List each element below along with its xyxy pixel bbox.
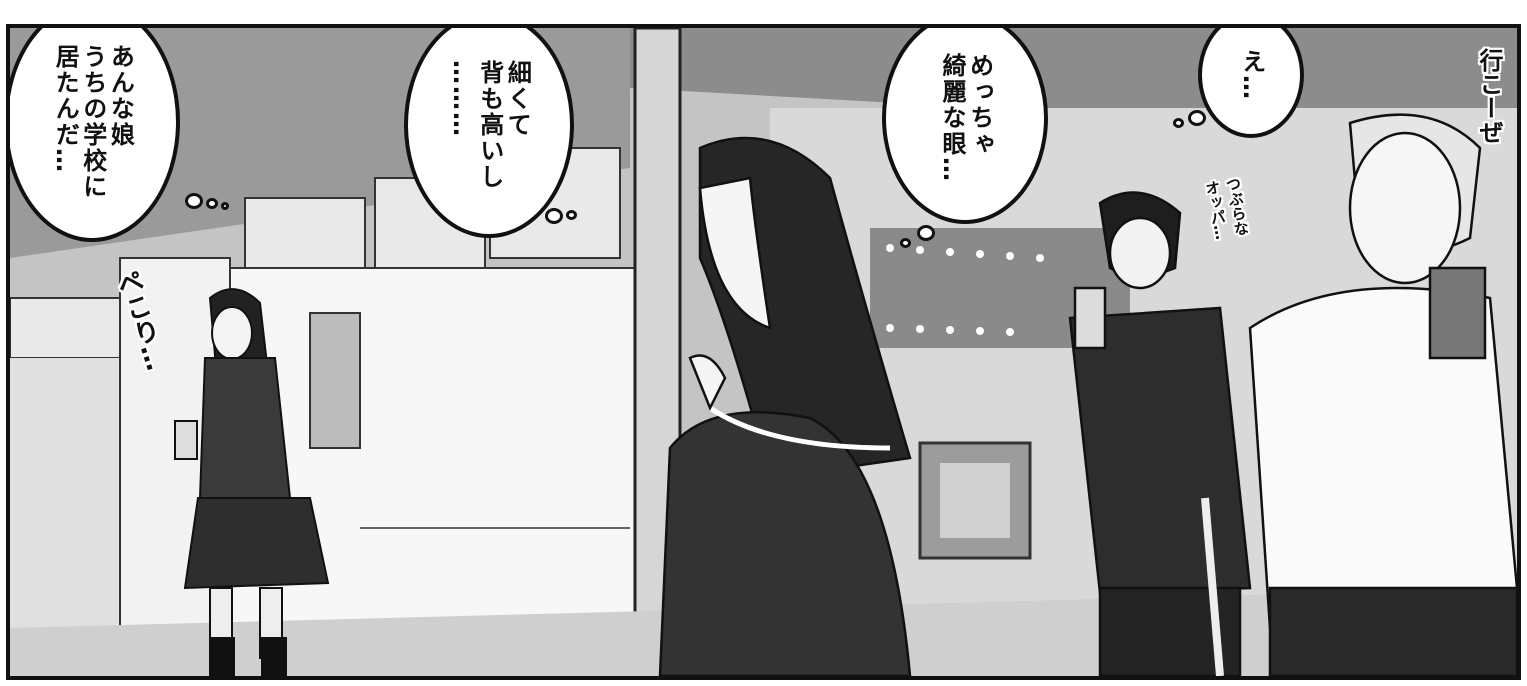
comic-panel: あんな娘 うちの学校に 居たんだ… 細くて 背も高いし ……… めっちゃ 綺麗な… — [6, 24, 1521, 680]
sfx-ikouze: 行こーぜ — [1475, 48, 1503, 144]
long-haired-girl — [658, 136, 912, 676]
thought-dot — [917, 225, 935, 241]
thought-text-tall: 細くて 背も高いし ……… — [448, 60, 532, 190]
thought-dot — [900, 238, 911, 248]
thought-balloon-eyes: めっちゃ 綺麗な眼… — [882, 28, 1048, 224]
thought-dot — [545, 208, 563, 224]
thought-dot — [566, 210, 577, 220]
man-in-white-shirt — [1248, 113, 1517, 676]
thought-text-eyes: めっちゃ 綺麗な眼… — [938, 53, 994, 183]
boy-in-uniform — [1068, 191, 1252, 676]
thought-dot — [206, 198, 218, 209]
thought-text-e: え… — [1237, 49, 1266, 101]
thought-balloon-tall: 細くて 背も高いし ……… — [404, 28, 574, 238]
thought-dot — [221, 202, 229, 210]
thought-balloon-e: え… — [1198, 28, 1304, 138]
thought-dot — [185, 193, 203, 209]
girl-with-glasses — [174, 288, 330, 676]
thought-balloon-girl: あんな娘 うちの学校に 居たんだ… — [10, 28, 180, 242]
thought-text-girl: あんな娘 うちの学校に 居たんだ… — [51, 44, 135, 200]
scene-illustration — [10, 28, 1517, 676]
thought-dot — [1173, 118, 1184, 128]
thought-dot — [1188, 110, 1206, 126]
